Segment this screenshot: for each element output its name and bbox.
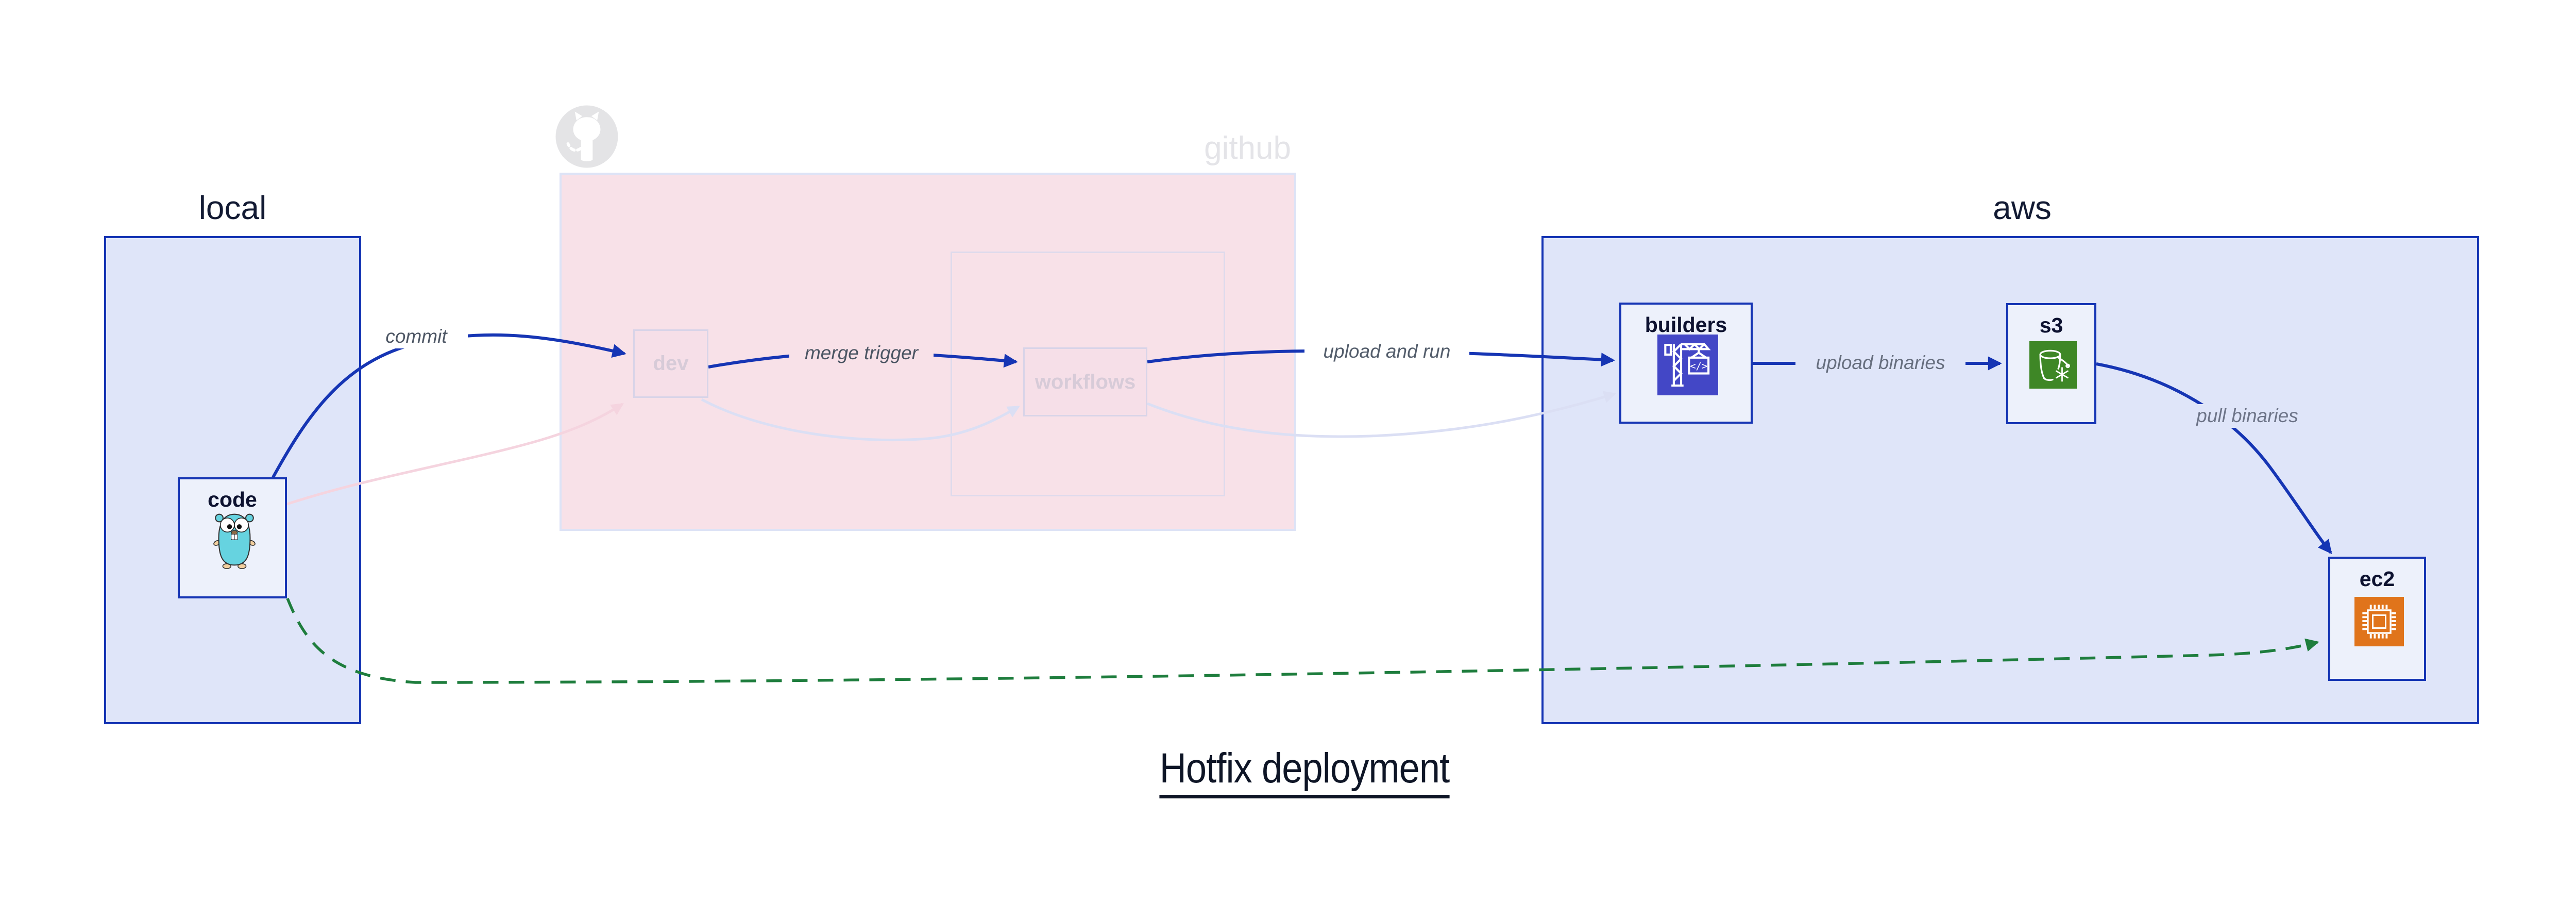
node-builders-label: builders bbox=[1645, 313, 1727, 337]
node-builders: builders </> bbox=[1619, 303, 1753, 424]
edge-label-merge-trigger: merge trigger bbox=[789, 341, 934, 365]
edge-label-pull-binaries: pull binaries bbox=[2173, 404, 2322, 428]
node-code: code bbox=[178, 477, 287, 598]
node-s3-label: s3 bbox=[2039, 313, 2063, 337]
node-dev: dev bbox=[633, 329, 708, 398]
edge-label-commit: commit bbox=[365, 325, 468, 348]
diagram-title-wrap: Hotfix deployment bbox=[1146, 746, 1463, 799]
aws-ec2-chip-icon bbox=[2354, 597, 2404, 646]
node-workflows: workflows bbox=[1023, 347, 1147, 416]
node-ec2-label: ec2 bbox=[2359, 567, 2395, 591]
edge-label-upload-and-run: upload and run bbox=[1304, 340, 1469, 363]
cluster-label-github: github bbox=[1204, 130, 1291, 166]
cluster-label-aws: aws bbox=[1993, 189, 2052, 226]
node-dev-label: dev bbox=[653, 352, 689, 375]
node-workflows-label: workflows bbox=[1035, 370, 1136, 393]
node-ec2: ec2 bbox=[2328, 557, 2426, 681]
go-gopher-icon bbox=[213, 513, 256, 569]
node-s3: s3 bbox=[2006, 303, 2096, 424]
codebuild-code-glyph: </> bbox=[1690, 360, 1707, 372]
aws-s3-bucket-icon bbox=[2029, 341, 2077, 389]
cluster-label-local: local bbox=[198, 189, 267, 226]
github-octocat-icon bbox=[555, 105, 618, 168]
cluster-master bbox=[951, 252, 1225, 496]
edge-label-upload-binaries: upload binaries bbox=[1795, 351, 1965, 375]
node-code-label: code bbox=[208, 488, 257, 511]
aws-codebuild-icon: </> bbox=[1657, 335, 1718, 395]
diagram-title: Hotfix deployment bbox=[1159, 746, 1450, 799]
